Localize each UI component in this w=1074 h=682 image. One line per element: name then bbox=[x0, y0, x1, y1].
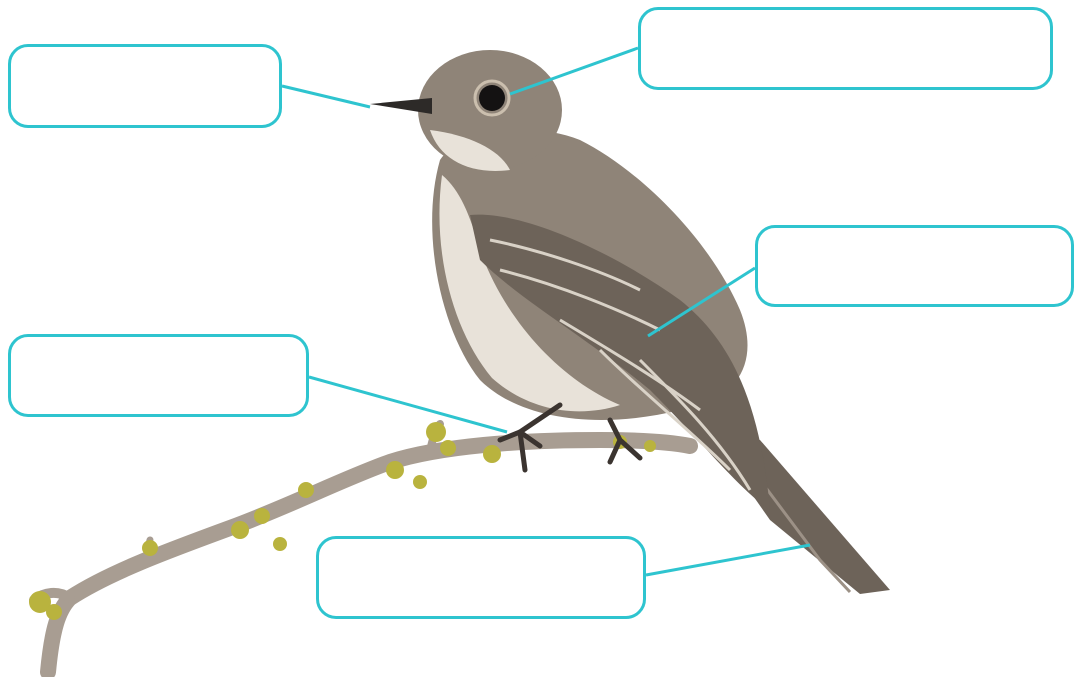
label-box-feet[interactable] bbox=[8, 334, 309, 417]
leader-wing bbox=[647, 266, 756, 338]
label-box-beak[interactable] bbox=[8, 44, 282, 128]
label-box-eye[interactable] bbox=[638, 7, 1053, 90]
bird-feet bbox=[497, 402, 643, 473]
leader-lines bbox=[281, 46, 811, 577]
wing-feather-edges bbox=[489, 238, 752, 491]
label-box-tail[interactable] bbox=[316, 536, 646, 619]
leader-tail bbox=[645, 543, 811, 577]
leader-eye bbox=[509, 46, 639, 96]
bird-eye bbox=[479, 85, 505, 111]
leader-feet bbox=[308, 375, 508, 434]
label-box-wing[interactable] bbox=[755, 225, 1074, 307]
bird-beak bbox=[370, 98, 432, 114]
bird-belly bbox=[439, 175, 620, 412]
leader-beak bbox=[281, 84, 371, 109]
